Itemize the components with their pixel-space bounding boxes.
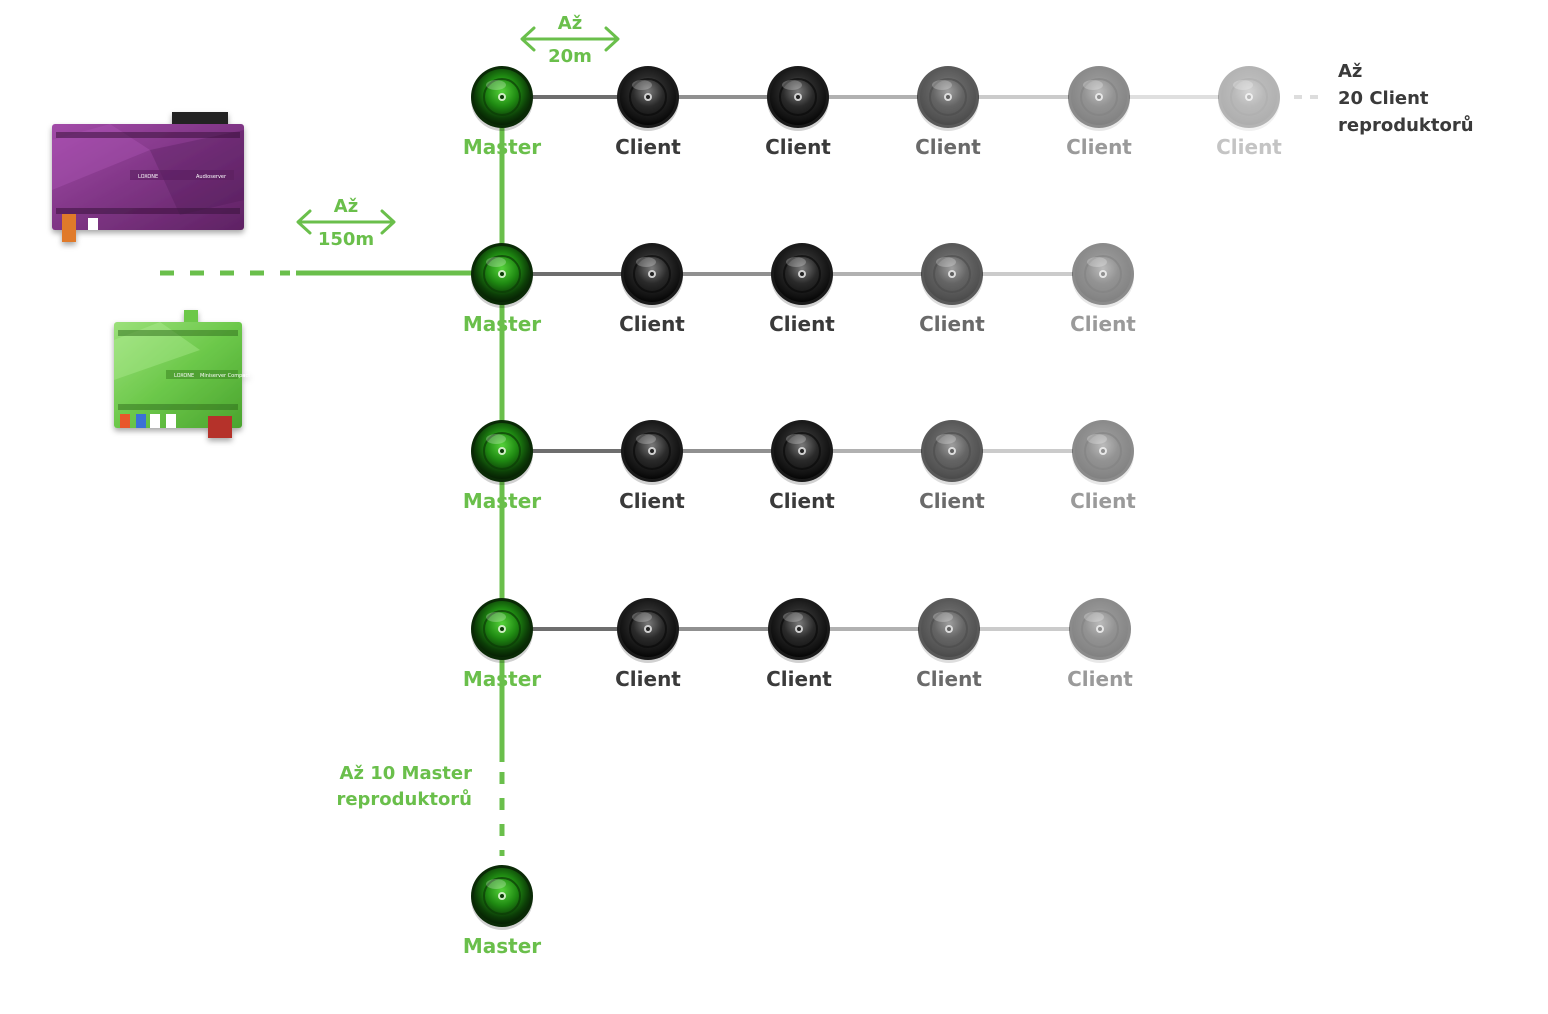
double-arrow-icon (520, 26, 620, 52)
client-spacing-value: 20m (548, 46, 592, 67)
client-speaker-icon (918, 598, 980, 663)
client-label: Client (919, 489, 985, 513)
master-label: Master (463, 489, 541, 513)
double-arrow-icon (296, 209, 396, 235)
trunk-length-prefix: Až (334, 196, 358, 217)
client-speaker-icon (1072, 420, 1134, 485)
client-speaker-icon (917, 66, 979, 131)
client-speaker-icon (1069, 598, 1131, 663)
client-speaker-icon (617, 66, 679, 131)
client-limit-line1: Až (1338, 61, 1362, 82)
master-limit-note: Až 10 Master reproduktorů (336, 763, 472, 810)
speaker-row: Master Client Client Client Client (463, 598, 1133, 691)
client-label: Client (1070, 312, 1136, 336)
miniserver-brand: LOXONE (174, 373, 194, 379)
audioserver-model: Audioserver (196, 174, 227, 180)
client-speaker-icon (771, 243, 833, 308)
master-limit-line1: Až 10 Master (340, 763, 473, 784)
client-label: Client (615, 667, 681, 691)
client-speaker-icon (771, 420, 833, 485)
client-label: Client (619, 489, 685, 513)
trunk-length-indicator: Až 150m (296, 196, 396, 250)
audioserver-device: LOXONE Audioserver (52, 112, 244, 242)
client-speaker-icon (617, 598, 679, 663)
client-label: Client (766, 667, 832, 691)
master-label: Master (463, 667, 541, 691)
client-speaker-icon (767, 66, 829, 131)
client-spacing-indicator: Až 20m (520, 13, 620, 67)
miniserver-device: LOXONE Miniserver Compact (114, 310, 250, 438)
client-label: Client (1070, 489, 1136, 513)
client-limit-line2: 20 Client (1338, 88, 1429, 109)
last-master: Master (463, 865, 541, 958)
master-label: Master (463, 934, 541, 958)
client-label: Client (765, 135, 831, 159)
client-label: Client (1066, 135, 1132, 159)
client-speaker-icon (1068, 66, 1130, 131)
master-limit-line2: reproduktorů (336, 788, 472, 810)
master-speaker-icon (471, 420, 533, 485)
client-limit-line3: reproduktorů (1338, 114, 1474, 136)
client-label: Client (1216, 135, 1282, 159)
speaker-row: Master Client Client Client Client (463, 420, 1136, 513)
speaker-row: Master Client Client Client Client (463, 243, 1136, 336)
trunk-length-value: 150m (318, 229, 374, 250)
client-speaker-icon (621, 243, 683, 308)
client-label: Client (769, 489, 835, 513)
client-label: Client (919, 312, 985, 336)
client-label: Client (1067, 667, 1133, 691)
master-speaker-icon (471, 865, 533, 930)
speaker-row: Master Client Client Client Client Client (463, 66, 1282, 159)
client-label: Client (916, 667, 982, 691)
master-speaker-icon (471, 598, 533, 663)
client-speaker-icon (921, 420, 983, 485)
master-speaker-icon (471, 243, 533, 308)
client-limit-note: Až 20 Client reproduktorů (1294, 61, 1474, 136)
master-label: Master (463, 135, 541, 159)
client-label: Client (769, 312, 835, 336)
miniserver-model: Miniserver Compact (200, 373, 250, 379)
master-label: Master (463, 312, 541, 336)
client-label: Client (619, 312, 685, 336)
client-label: Client (615, 135, 681, 159)
client-speaker-icon (621, 420, 683, 485)
client-label: Client (915, 135, 981, 159)
master-speaker-icon (471, 66, 533, 131)
client-speaker-icon (921, 243, 983, 308)
client-spacing-prefix: Až (558, 13, 582, 34)
audioserver-brand: LOXONE (138, 174, 158, 180)
client-speaker-icon (1072, 243, 1134, 308)
client-speaker-icon (768, 598, 830, 663)
client-speaker-icon (1218, 66, 1280, 131)
